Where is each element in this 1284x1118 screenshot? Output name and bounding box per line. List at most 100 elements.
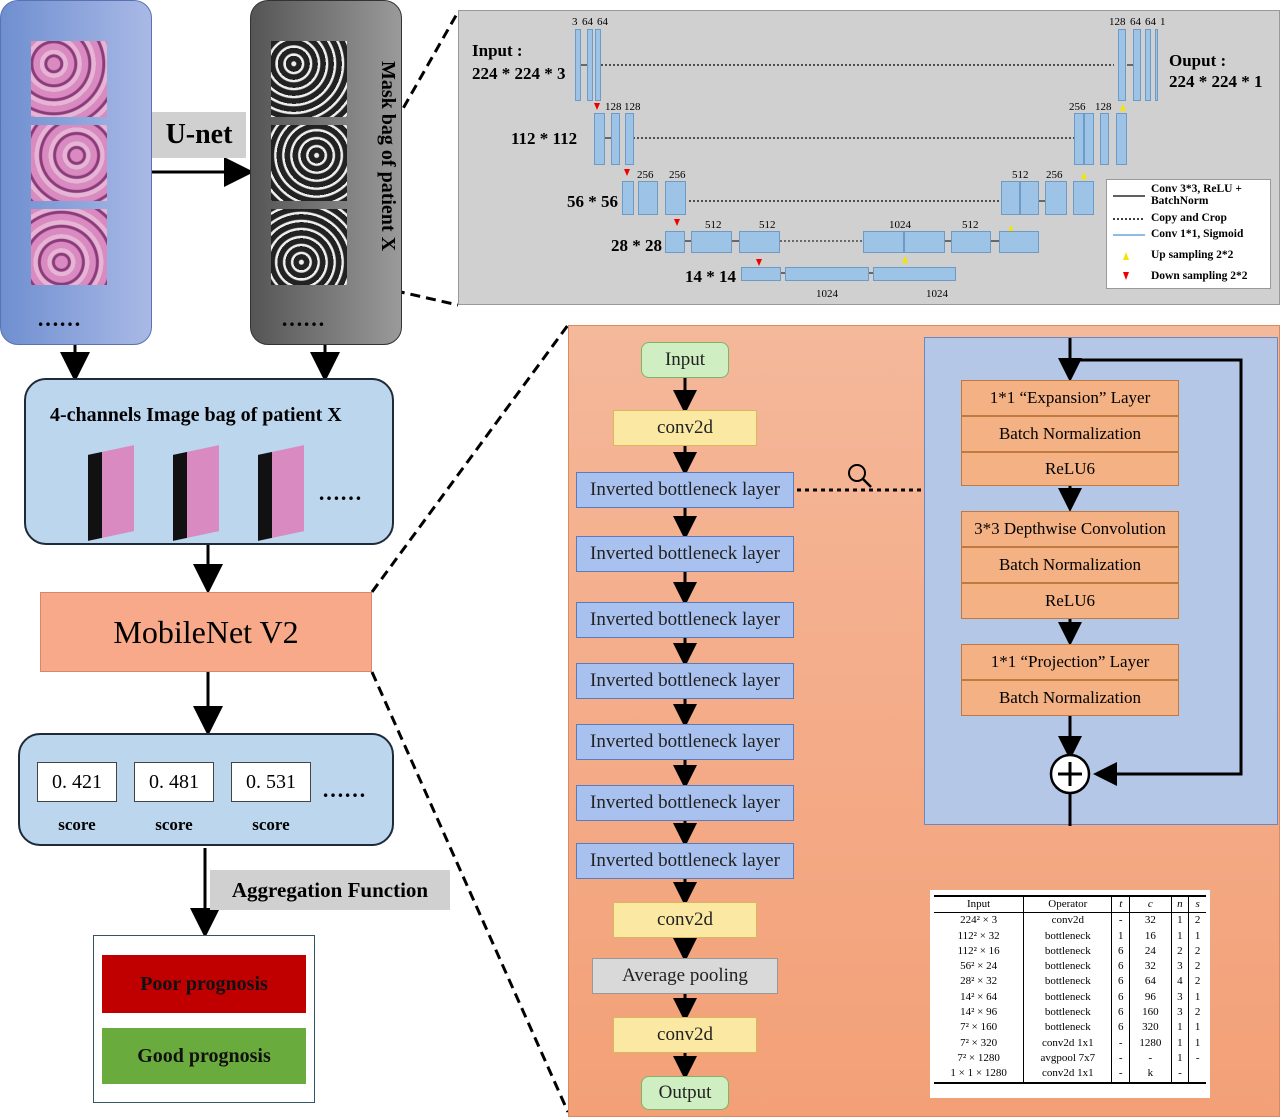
table-cell: 1 bbox=[1111, 928, 1131, 944]
table-cell: 1 bbox=[1194, 1036, 1201, 1049]
table-cell: bottleneck bbox=[1023, 974, 1113, 990]
unet-feature-map bbox=[625, 113, 634, 165]
unet-feature-map bbox=[1100, 113, 1109, 165]
table-cell: 112² × 16 bbox=[934, 943, 1025, 960]
unet-feature-map bbox=[1074, 113, 1084, 165]
table-cell: - bbox=[1129, 1050, 1172, 1067]
unet-feature-map bbox=[785, 267, 869, 281]
table-cell: - bbox=[1111, 1035, 1131, 1051]
table-cell: 24 bbox=[1129, 943, 1172, 960]
expansion-layer: 1*1 “Expansion” Layer bbox=[961, 380, 1179, 416]
unet-channel-label: 256 bbox=[669, 169, 686, 181]
table-cell: 224² × 3 bbox=[934, 912, 1025, 929]
flow-input: Input bbox=[641, 342, 729, 378]
flow-inverted-bottleneck: Inverted bottleneck layer bbox=[576, 663, 794, 699]
unet-res-112: 112 * 112 bbox=[511, 129, 578, 148]
unet-channel-label: 512 bbox=[1012, 169, 1029, 181]
table-header: Input bbox=[934, 895, 1025, 914]
table-cell: bottleneck bbox=[1023, 989, 1113, 1006]
unet-feature-map bbox=[904, 231, 945, 253]
batch-normalization: Batch Normalization bbox=[961, 547, 1179, 583]
flow-output: Output bbox=[641, 1076, 729, 1110]
table-cell: 4 bbox=[1171, 974, 1190, 990]
mobilenet-connections bbox=[673, 378, 925, 1080]
unet-feature-map bbox=[741, 267, 781, 281]
unet-feature-map bbox=[622, 181, 634, 215]
unet-feature-map bbox=[1001, 181, 1020, 215]
unet-feature-map bbox=[1073, 181, 1094, 215]
table-cell: 32 bbox=[1129, 912, 1172, 929]
stacked-image bbox=[258, 445, 304, 541]
table-cell: avgpool 7x7 bbox=[1023, 1050, 1113, 1067]
table-cell: - bbox=[1111, 1066, 1131, 1084]
unet-res-14: 14 * 14 bbox=[685, 267, 736, 286]
unet-feature-map bbox=[1155, 29, 1158, 101]
unet-feature-map bbox=[1084, 113, 1094, 165]
table-header: Operator bbox=[1023, 895, 1113, 914]
score-box: 0. 421 score 0. 481 score 0. 531 score …… bbox=[18, 733, 394, 846]
unet-channel-label: 64 bbox=[1130, 16, 1141, 28]
score-value: 0. 481 bbox=[134, 762, 214, 802]
unet-channel-label: 3 bbox=[572, 16, 578, 28]
depthwise-convolution: 3*3 Depthwise Convolution bbox=[961, 511, 1179, 547]
unet-channel-label: 64 bbox=[597, 16, 608, 28]
unet-channel-label: 64 bbox=[582, 16, 593, 28]
flow-inverted-bottleneck: Inverted bottleneck layer bbox=[576, 724, 794, 760]
flow-inverted-bottleneck: Inverted bottleneck layer bbox=[576, 536, 794, 572]
four-channel-bag-box: 4-channels Image bag of patient X …… bbox=[24, 378, 394, 545]
unet-feature-map bbox=[575, 29, 581, 101]
table-cell: 7² × 320 bbox=[934, 1035, 1025, 1051]
ellipsis: …… bbox=[281, 306, 325, 331]
unet-res-56: 56 * 56 bbox=[567, 192, 618, 211]
unet-channel-label: 512 bbox=[759, 219, 776, 231]
table-cell: 3 bbox=[1171, 989, 1190, 1006]
magnifier-icon bbox=[848, 464, 866, 482]
unet-channel-label: 1024 bbox=[816, 288, 838, 300]
unet-res-28: 28 * 28 bbox=[611, 236, 662, 255]
table-cell: - bbox=[1111, 912, 1131, 929]
table-header: c bbox=[1129, 895, 1172, 914]
table-cell: 1 bbox=[1194, 990, 1201, 1003]
aggregation-label: Aggregation Function bbox=[210, 870, 450, 910]
unet-panel: Input : 224 * 224 * 3 Ouput : 224 * 224 … bbox=[458, 10, 1280, 305]
table-header: t bbox=[1111, 895, 1131, 914]
unet-feature-map bbox=[1145, 29, 1151, 101]
table-cell: 6 bbox=[1111, 1005, 1131, 1021]
mask-bag-panel: …… Mask bag of patient X bbox=[250, 0, 402, 345]
table-cell bbox=[1188, 1066, 1206, 1084]
histology-image bbox=[31, 41, 107, 117]
score-label: score bbox=[155, 815, 193, 834]
unet-feature-map bbox=[1133, 29, 1141, 101]
unet-output-label: Ouput : bbox=[1169, 51, 1227, 70]
mask-image bbox=[271, 209, 347, 285]
table-cell: 14² × 64 bbox=[934, 989, 1025, 1006]
unet-channel-label: 128 bbox=[624, 101, 641, 113]
flow-inverted-bottleneck: Inverted bottleneck layer bbox=[576, 602, 794, 638]
table-cell: 64 bbox=[1129, 974, 1172, 990]
unet-feature-map bbox=[665, 231, 685, 253]
legend-conv: Conv 3*3, ReLU + BatchNorm bbox=[1151, 183, 1242, 208]
unet-feature-map bbox=[665, 181, 686, 215]
bottleneck-detail: 1*1 “Expansion” Layer Batch Normalizatio… bbox=[924, 337, 1278, 826]
table-cell: - bbox=[1111, 1050, 1131, 1067]
table-cell: bottleneck bbox=[1023, 1020, 1113, 1036]
unet-channel-label: 256 bbox=[1069, 101, 1086, 113]
batch-normalization: Batch Normalization bbox=[961, 416, 1179, 452]
image-bag-panel: …… bbox=[0, 0, 152, 345]
table-cell: 1 bbox=[1171, 1020, 1190, 1036]
unet-channel-label: 64 bbox=[1145, 16, 1156, 28]
table-cell: 3 bbox=[1171, 959, 1190, 975]
table-cell: 1 × 1 × 1280 bbox=[934, 1066, 1025, 1084]
table-cell: - bbox=[1195, 1051, 1200, 1064]
unet-feature-map bbox=[999, 231, 1039, 253]
unet-feature-map bbox=[1116, 113, 1127, 165]
ellipsis: …… bbox=[322, 777, 366, 802]
table-cell: 320 bbox=[1129, 1020, 1172, 1036]
unet-channel-label: 1 bbox=[1160, 16, 1166, 28]
